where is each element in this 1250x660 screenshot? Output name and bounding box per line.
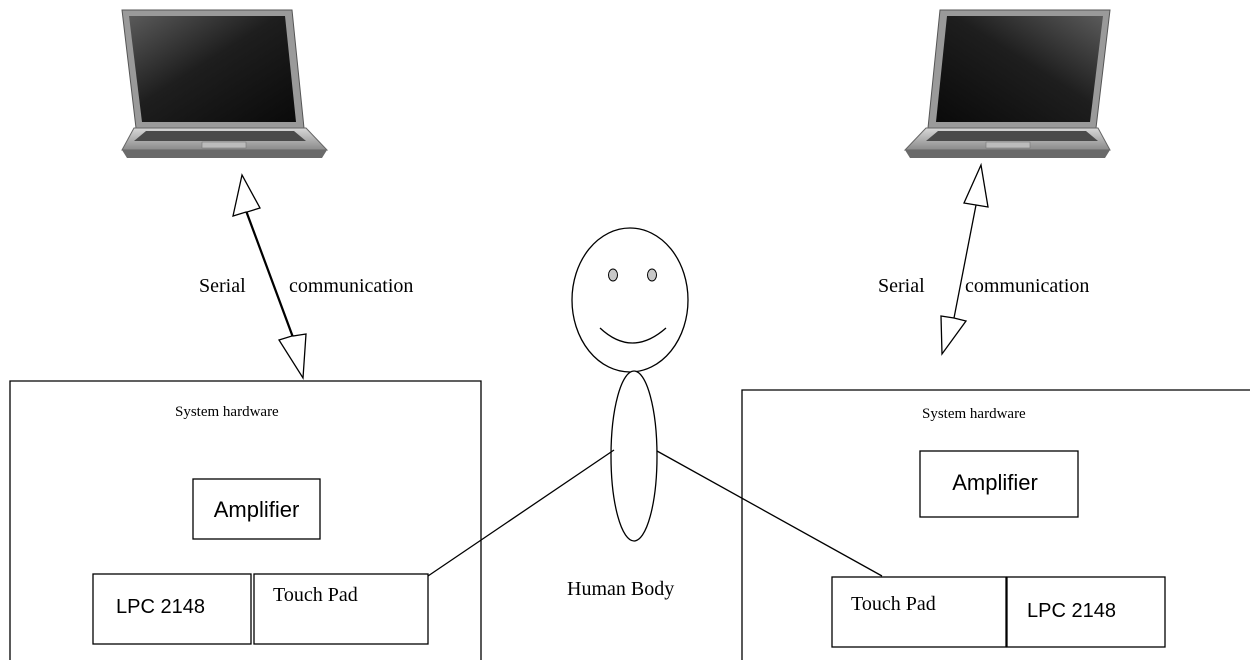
left-laptop-icon <box>121 9 328 159</box>
left-link-label-serial: Serial <box>199 275 246 297</box>
right-touchpad-box <box>831 576 1007 648</box>
human-left-eye <box>608 268 618 282</box>
right-link-label-serial: Serial <box>878 275 925 297</box>
right-touchpad-label: Touch Pad <box>851 593 936 615</box>
right-system-hardware-box <box>741 389 1250 660</box>
human-figure <box>427 227 883 577</box>
left-lpc2148-box <box>92 573 252 645</box>
left-touchpad-label: Touch Pad <box>273 584 358 606</box>
right-box-title: System hardware <box>922 406 1026 422</box>
human-head <box>571 227 689 373</box>
human-left-arm-wire <box>427 449 615 577</box>
right-lpc2148-box <box>1006 576 1166 648</box>
left-box-title: System hardware <box>175 404 279 420</box>
right-laptop-icon <box>904 9 1111 159</box>
human-body-label: Human Body <box>567 578 674 600</box>
right-lpc2148-label: LPC 2148 <box>1027 600 1116 622</box>
right-amplifier-box <box>919 450 1079 518</box>
human-smile <box>599 327 667 344</box>
right-link-label-communication: communication <box>965 275 1089 297</box>
left-touchpad-box <box>253 573 429 645</box>
right-serial-arrow <box>940 162 989 356</box>
left-serial-arrow <box>232 173 307 381</box>
human-right-eye <box>647 268 657 282</box>
left-lpc2148-label: LPC 2148 <box>116 596 205 618</box>
left-link-label-communication: communication <box>289 275 413 297</box>
left-amplifier-label: Amplifier <box>214 497 300 522</box>
left-amplifier-box <box>192 478 321 540</box>
left-system-hardware-box <box>9 380 482 660</box>
human-body <box>610 370 658 542</box>
human-right-arm-wire <box>656 450 883 577</box>
right-amplifier-label: Amplifier <box>952 470 1038 495</box>
